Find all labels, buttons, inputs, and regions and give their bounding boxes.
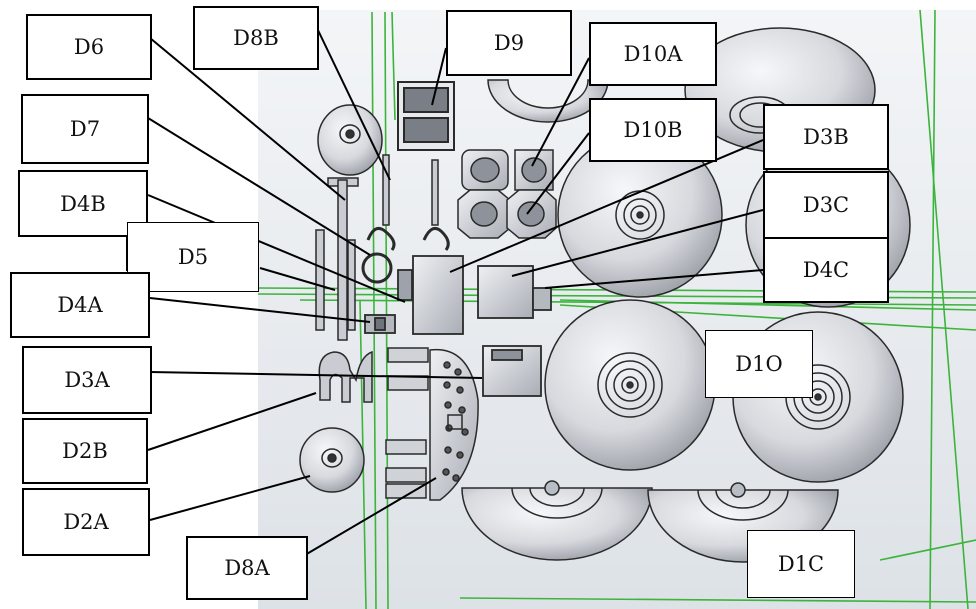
hex-nuts [457, 149, 557, 239]
label-d10a: D10A [589, 22, 717, 86]
label-d10b: D10B [589, 98, 717, 162]
label-d8b: D8B [193, 6, 319, 70]
label-d3c: D3C [763, 171, 889, 239]
label-d4b: D4B [18, 170, 148, 237]
label-d2a: D2A [22, 488, 150, 556]
label-d8a: D8A [186, 536, 308, 600]
label-d1c: D1C [747, 530, 855, 598]
small-wheel-d2a [299, 427, 365, 493]
label-d6: D6 [26, 14, 152, 80]
circuit-plate-d8a [429, 348, 479, 501]
frame-d9 [397, 81, 455, 151]
label-d7: D7 [21, 94, 149, 164]
rings [361, 226, 450, 284]
leader-lines [126, 25, 764, 556]
label-d10: D1O [705, 330, 813, 398]
half-wheel-bottom-left [461, 480, 653, 561]
label-d5: D5 [127, 222, 259, 292]
label-d4a: D4A [10, 272, 150, 338]
small-wheel-top [317, 104, 383, 176]
label-d3b: D3B [763, 104, 889, 170]
label-d3a: D3A [22, 346, 152, 414]
label-d2b: D2B [22, 418, 148, 484]
rods-and-axles [315, 154, 439, 403]
label-d9: D9 [446, 10, 572, 76]
label-d4c: D4C [763, 237, 889, 303]
wheel-d10-left [544, 299, 716, 471]
